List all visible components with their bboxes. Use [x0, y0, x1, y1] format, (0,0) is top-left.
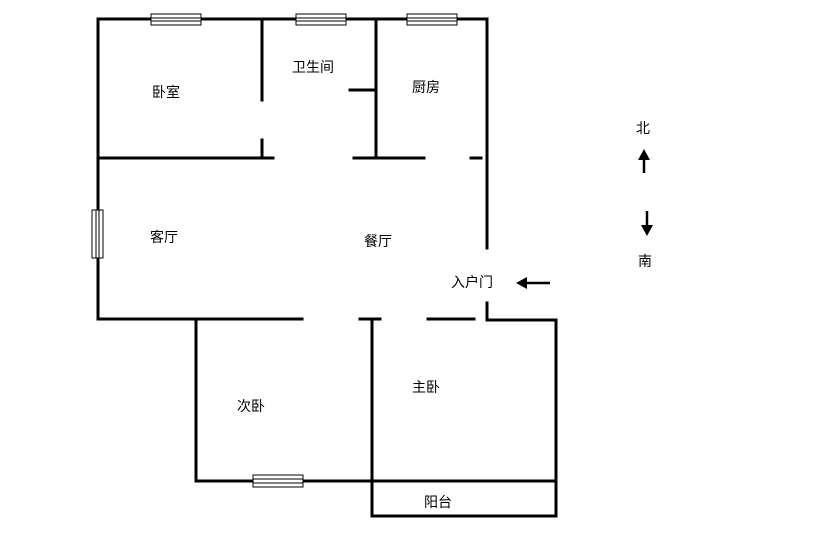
label-bathroom: 卫生间: [292, 60, 334, 76]
south-arrow-icon: [641, 211, 653, 236]
window-second-bedroom: [252, 474, 304, 488]
window-kitchen: [406, 13, 458, 26]
north-arrow-icon: [638, 149, 650, 173]
window-bedroom: [150, 13, 202, 26]
label-second-bedroom: 次卧: [237, 399, 265, 415]
windows: [91, 13, 458, 488]
entrance-arrow-icon: [516, 277, 550, 289]
label-balcony: 阳台: [424, 495, 452, 511]
window-bathroom: [295, 13, 347, 26]
compass-north: 北: [636, 121, 650, 137]
label-entrance: 入户门: [451, 274, 493, 291]
label-dining-room: 餐厅: [364, 234, 392, 250]
walls: [96, 17, 558, 518]
label-bedroom: 卧室: [152, 84, 180, 101]
label-master-bedroom: 主卧: [412, 380, 440, 396]
compass-south: 南: [638, 254, 652, 270]
window-living-room: [91, 209, 104, 259]
label-living-room: 客厅: [150, 229, 178, 246]
label-kitchen: 厨房: [412, 80, 440, 96]
